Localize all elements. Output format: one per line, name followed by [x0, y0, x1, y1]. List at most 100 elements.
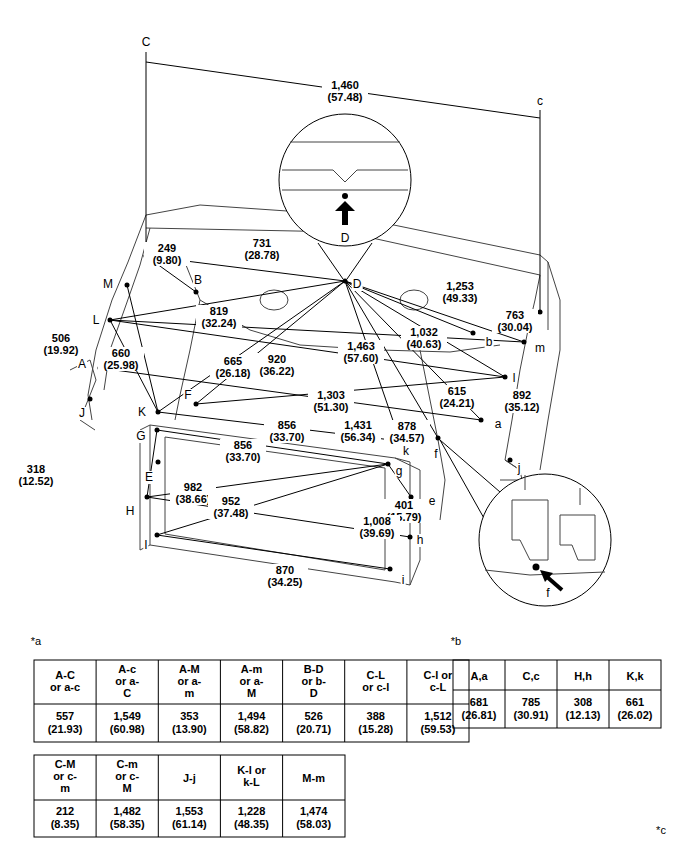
point-letter-box: D	[340, 228, 351, 246]
table-callout-box: *b	[451, 631, 461, 649]
dimension-value: 1,460 (57.48)	[322, 79, 368, 103]
dimension-value: 920 (36.22)	[254, 353, 300, 377]
point-letter-box: g	[395, 461, 404, 479]
point-letter: I	[143, 539, 148, 552]
dimension-value-box: 318 (12.52)	[13, 463, 59, 489]
dimension-value-box: 1,463 (57.60)	[338, 340, 384, 366]
table-header-cell-box: C-l or c-L	[423, 669, 453, 695]
point-letter: e	[428, 495, 437, 508]
table-value-cell-box: 1,474 (58.03)	[290, 805, 338, 832]
dimension-value: 1,032 (40.63)	[401, 326, 447, 350]
table-header-cell-box: A-C or a-c	[50, 669, 80, 695]
table-value-cell: 1,553 (61.14)	[165, 805, 213, 831]
table-value-cell-box: 785 (30.91)	[507, 696, 555, 723]
dimension-value-box: 731 (28.78)	[239, 237, 285, 263]
table-header-cell: A-C or a-c	[50, 669, 80, 693]
table-value-cell-box: 661 (26.02)	[611, 696, 659, 723]
point-letter-box: m	[534, 338, 546, 356]
dimension-value: 1,303 (51.30)	[308, 389, 354, 413]
table-header-cell-box: M-m	[299, 768, 329, 786]
table-header-cell: A-c or a-C	[112, 663, 142, 699]
dimension-value-box: 952 (37.48)	[208, 495, 254, 521]
dimension-value-box: 1,431 (56.34)	[335, 419, 381, 445]
point-letter: K	[137, 406, 147, 419]
table-header-cell-box: A-M or a-m	[174, 663, 204, 701]
point-letter: m	[534, 342, 546, 355]
table-value-cell: 1,482 (58.35)	[103, 805, 151, 831]
table-header-cell-box: A-m or a-M	[237, 663, 267, 701]
table-value-cell-box: 1,512 (59.53)	[414, 710, 462, 737]
table-header-cell-box: C-m or c-M	[112, 758, 142, 796]
table-header-cell: C-l or c-L	[423, 669, 453, 693]
point-letter-box: I	[143, 535, 148, 553]
point-letter-box: a	[494, 414, 503, 432]
table-value-cell: 212 (8.35)	[41, 805, 89, 831]
point-letter: M	[102, 278, 114, 291]
dimension-value: 1,463 (57.60)	[338, 340, 384, 364]
point-letter: a	[494, 418, 503, 431]
point-letter-box: l	[512, 368, 517, 386]
measuring-points	[88, 254, 543, 572]
point-letter-box: F	[183, 385, 192, 403]
table-header-cell: C,c	[516, 670, 546, 682]
point-letter-box: G	[135, 426, 146, 444]
point-letter: F	[183, 389, 192, 402]
table-value-cell: 1,228 (48.35)	[228, 805, 276, 831]
point-letter: j	[517, 462, 522, 475]
dimension-value-box: 249 (9.80)	[144, 242, 190, 268]
dimension-value-box: 870 (34.25)	[262, 564, 308, 590]
point-letter-box: j	[517, 458, 522, 476]
table-callout: *a	[31, 635, 41, 647]
point-letter: D	[352, 278, 363, 291]
table-header-cell: A-M or a-m	[174, 663, 204, 699]
table-grid	[34, 660, 661, 837]
dimension-value: 506 (19.92)	[38, 332, 84, 356]
table-callout-box: *a	[31, 631, 41, 649]
point-letter: i	[401, 574, 406, 587]
dimension-value: 615 (24.21)	[434, 385, 480, 409]
point-letter: J	[78, 407, 86, 420]
point-letter-box: c	[536, 91, 544, 109]
dimension-value: 665 (26.18)	[210, 355, 256, 379]
point-letter-box: E	[144, 467, 154, 485]
table-header-cell: J-j	[174, 772, 204, 784]
point-letter: H	[125, 505, 136, 518]
table-value-cell-box: 353 (13.90)	[165, 710, 213, 737]
point-letter: h	[416, 534, 425, 547]
table-header-cell: B-D or b-D	[299, 663, 329, 699]
table-callout: *b	[451, 635, 461, 647]
dimension-value: 763 (30.04)	[492, 309, 538, 333]
table-value-cell: 1,494 (58.82)	[228, 710, 276, 736]
table-header-cell: C-m or c-M	[112, 758, 142, 794]
dimension-value-box: 615 (24.21)	[434, 385, 480, 411]
table-value-cell-box: 1,228 (48.35)	[228, 805, 276, 832]
table-value-cell: 526 (20.71)	[290, 710, 338, 736]
table-value-cell: 1,549 (60.98)	[103, 710, 151, 736]
dimension-value-box: 892 (35.12)	[499, 389, 545, 415]
dimension-value-box: 1,008 (39.69)	[354, 515, 400, 541]
table-header-cell-box: C-L or c-l	[361, 669, 391, 695]
point-letter-box: h	[416, 530, 425, 548]
point-letter-box: H	[125, 501, 136, 519]
table-header-cell: A-m or a-M	[237, 663, 267, 699]
table-value-cell: 785 (30.91)	[507, 696, 555, 722]
dimension-value-box: 856 (33.70)	[220, 439, 266, 465]
table-value-cell: 661 (26.02)	[611, 696, 659, 722]
dimension-value: 1,253 (49.33)	[437, 280, 483, 304]
point-letter-box: f	[433, 444, 438, 462]
table-value-cell: 353 (13.90)	[165, 710, 213, 736]
table-value-cell: 681 (26.81)	[455, 696, 503, 722]
table-header-cell-box: C-M or c-m	[50, 758, 80, 796]
table-value-cell-box: 1,549 (60.98)	[103, 710, 151, 737]
point-letter: c	[536, 95, 544, 108]
point-letter-box: J	[78, 403, 86, 421]
dimension-value: 819 (32.24)	[196, 305, 242, 329]
table-header-cell-box: A-c or a-C	[112, 663, 142, 701]
table-value-cell-box: 681 (26.81)	[455, 696, 503, 723]
point-letter-box: A	[77, 354, 87, 372]
point-letter-box: K	[137, 402, 147, 420]
table-value-cell-box: 526 (20.71)	[290, 710, 338, 737]
dimension-value: 856 (33.70)	[220, 439, 266, 463]
point-letter-box: D	[352, 274, 363, 292]
dimension-value-box: 819 (32.24)	[196, 305, 242, 331]
